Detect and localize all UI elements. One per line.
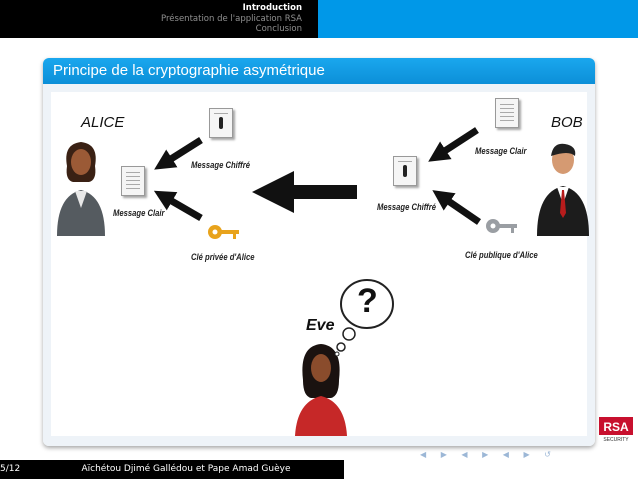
rsa-logo-subtext: SECURITY [603,437,629,443]
beamer-navigation-icons[interactable]: ◀ ▶ ◀ ▶ ◀ ▶ ↺ [420,450,557,459]
rsa-logo-text: RSA [603,420,629,434]
rsa-logo: RSA SECURITY [599,417,633,443]
bob-message-clair-label: Message Clair [475,146,527,156]
arrow-clair-to-chiffre [428,127,479,162]
bob-plain-document-icon [495,98,519,128]
section-navigation: Introduction Présentation de l'applicati… [0,0,318,38]
content-block: Principe de la cryptographie asymétrique… [43,58,595,446]
alice-label: ALICE [81,114,125,131]
page-number: 5/12 [0,460,28,479]
crypto-illustration: ALICE BOB Eve [51,92,589,436]
alice-avatar-icon [57,142,105,236]
header-bar: Introduction Présentation de l'applicati… [0,0,638,38]
alice-message-clair-label: Message Clair [113,208,165,218]
bob-public-key-icon [486,219,517,233]
question-mark: ? [357,282,378,320]
nav-section-conclusion[interactable]: Conclusion [255,24,302,34]
header-accent-bar [318,0,638,38]
bob-label: BOB [551,114,583,131]
bob-avatar-icon [537,143,589,236]
alice-plain-document-icon [121,166,145,196]
nav-section-introduction[interactable]: Introduction [242,3,302,13]
alice-private-key-icon [208,225,239,239]
nav-section-presentation[interactable]: Présentation de l'application RSA [161,13,302,24]
block-body: ALICE BOB Eve [43,84,595,446]
footer-authors: Aïchétou Djimé Gallédou et Pape Amad Guè… [28,460,344,479]
arrow-key-to-clair [153,190,203,222]
arrow-pubkey-to-chiffre [432,190,481,225]
alice-encrypted-document-icon [209,108,233,138]
bob-key-label: Clé publique d'Alice [465,250,538,260]
bob-encrypted-document-icon [393,156,417,186]
footer-bar: 5/12 Aïchétou Djimé Gallédou et Pape Ama… [0,460,638,479]
slide-title: Principe de la cryptographie asymétrique [43,58,595,84]
thought-bubble-icon [334,279,394,356]
eve-avatar-icon [295,344,347,436]
flow-arrows [153,127,481,225]
bob-message-chiffre-label: Message Chiffré [377,202,436,212]
alice-message-chiffre-label: Message Chiffré [191,160,250,170]
arrow-chiffre-to-clair [154,137,203,170]
footer-blank [344,460,638,479]
eve-label: Eve [306,317,335,334]
alice-key-label: Clé privée d'Alice [191,252,255,262]
